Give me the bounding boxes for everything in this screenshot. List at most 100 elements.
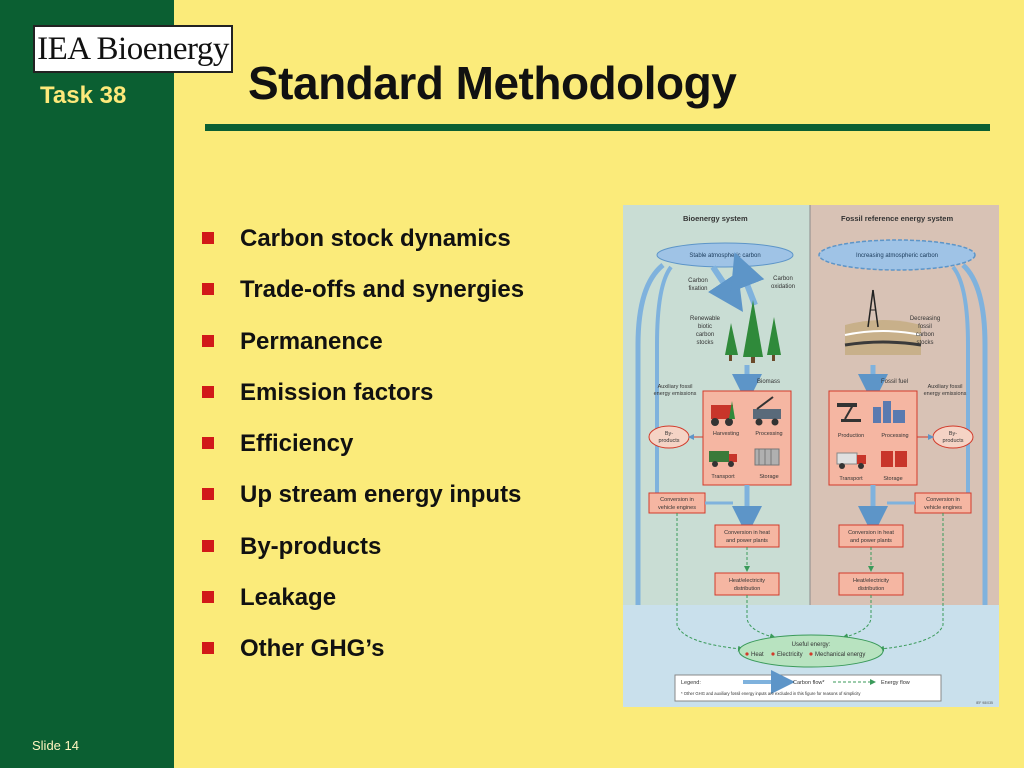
bullet-text: Other GHG’s <box>240 635 385 663</box>
tanker-truck-icon <box>836 452 866 469</box>
right-vehicle-engines-label-1: Conversion in <box>926 497 960 503</box>
carbon-fixation-label-2: fixation <box>688 286 707 292</box>
bio-transport-icon <box>709 451 737 467</box>
slide-title: Standard Methodology <box>248 57 737 109</box>
right-by-products-label-1: By- <box>949 431 957 437</box>
bullet-text: Emission factors <box>240 378 434 406</box>
left-inner-loop-arrow <box>655 265 673 495</box>
production-label: Production <box>838 433 864 439</box>
bullet-item: Trade-offs and synergies <box>200 273 524 324</box>
renewable-stocks-label-2: biotic <box>698 324 712 330</box>
fuel-tanks-icon <box>881 451 907 467</box>
forest-icon <box>725 300 781 363</box>
iea-bioenergy-logo: IEA Bioenergy <box>33 25 233 73</box>
useful-energy-title: Useful energy: <box>792 642 831 648</box>
refinery-icon <box>873 401 905 423</box>
bio-processing-label: Processing <box>755 431 782 437</box>
legend-footnote: * Other GHG and auxiliary fossil energy … <box>681 691 861 696</box>
biomass-label: Biomass <box>757 379 780 385</box>
figure-code: IEF 98/035 <box>976 701 993 705</box>
slide-number: Slide 14 <box>32 738 79 753</box>
bullet-item: Up stream energy inputs <box>200 478 524 529</box>
stable-atmosphere-label: Stable atmospheric carbon <box>689 253 760 259</box>
left-outer-loop-arrow <box>635 263 665 605</box>
fossil-storage-label: Storage <box>883 476 902 482</box>
bullet-item: Other GHG’s <box>200 632 524 683</box>
bullet-item: Carbon stock dynamics <box>200 222 524 273</box>
right-auxiliary-label-1: Auxiliary fossil <box>928 384 963 390</box>
right-distribution-label-1: Heat/electricity <box>853 578 889 584</box>
bullet-text: Permanence <box>240 327 383 355</box>
left-distribution-label-2: distribution <box>734 586 761 592</box>
carbon-fixation-label-1: Carbon <box>688 278 708 284</box>
right-by-products-label-2: products <box>942 438 963 444</box>
logo-text: IEA Bioenergy <box>37 30 229 67</box>
bullet-square-icon <box>202 283 214 296</box>
right-distribution-label-2: distribution <box>858 586 885 592</box>
carbon-oxidation-label-2: oxidation <box>771 284 795 290</box>
useful-energy-heat: Heat <box>751 652 764 658</box>
right-heat-power-label-2: and power plants <box>850 538 892 544</box>
pump-jack-icon <box>837 403 861 422</box>
oil-rig-icon <box>844 289 922 355</box>
increasing-atmosphere-label: Increasing atmospheric carbon <box>856 253 938 259</box>
bullet-square-icon <box>202 539 214 552</box>
left-heat-power-label-2: and power plants <box>726 538 768 544</box>
right-by-products-ellipse <box>932 425 974 449</box>
bullet-text: By-products <box>240 532 382 560</box>
right-auxiliary-label-2: energy emissions <box>924 391 967 397</box>
left-by-products-label-2: products <box>658 438 679 444</box>
bullet-list: Carbon stock dynamics Trade-offs and syn… <box>200 222 524 684</box>
bullet-square-icon <box>202 591 214 604</box>
bullet-text: Leakage <box>240 584 337 612</box>
bullet-item: By-products <box>200 530 524 581</box>
legend-box <box>674 674 942 702</box>
fossil-stocks-label-4: stocks <box>916 340 933 346</box>
fossil-stocks-label-1: Decreasing <box>910 316 940 322</box>
right-heat-power-label-1: Conversion in heat <box>848 530 894 536</box>
fossil-transport-label: Transport <box>839 476 863 482</box>
legend-carbon-flow-label: Carbon flow* <box>793 680 825 686</box>
bio-storage-icon <box>754 448 780 466</box>
bio-storage-label: Storage <box>759 474 778 480</box>
left-by-products-ellipse <box>648 425 690 449</box>
left-by-products-label-1: By- <box>665 431 673 437</box>
left-auxiliary-label-1: Auxiliary fossil <box>658 384 693 390</box>
left-vehicle-engines-label-2: vehicle engines <box>658 505 696 511</box>
fossil-fuel-label: Fossil fuel <box>881 379 908 385</box>
right-vehicle-engines-label-2: vehicle engines <box>924 505 962 511</box>
bullet-square-icon <box>202 232 214 244</box>
bullet-text: Efficiency <box>240 430 354 458</box>
right-inner-loop-arrow <box>951 265 970 495</box>
renewable-stocks-label-1: Renewable <box>690 316 721 322</box>
bullet-item: Permanence <box>200 325 524 376</box>
sidebar: IEA Bioenergy Task 38 Slide 14 <box>0 0 233 768</box>
bullet-square-icon <box>202 642 214 655</box>
legend-label: Legend: <box>681 680 701 686</box>
legend-energy-flow-label: Energy flow <box>881 680 910 686</box>
carbon-oxidation-label-1: Carbon <box>773 276 793 282</box>
energy-system-diagram: Bioenergy system Fossil reference energy… <box>623 205 999 707</box>
harvester-icon <box>711 401 735 426</box>
fossil-processing-label: Processing <box>881 433 908 439</box>
fossil-stocks-label-3: carbon <box>916 332 934 338</box>
crane-truck-icon <box>753 396 781 426</box>
left-vehicle-engines-label-1: Conversion in <box>660 497 694 503</box>
bullet-text: Up stream energy inputs <box>240 481 522 509</box>
bullet-text: Carbon stock dynamics <box>240 225 511 252</box>
fossil-system-title: Fossil reference energy system <box>841 214 953 223</box>
renewable-stocks-label-3: carbon <box>696 332 714 338</box>
useful-energy-electricity: Electricity <box>777 652 803 658</box>
carbon-fixation-arrow <box>708 265 743 312</box>
title-divider <box>205 124 990 131</box>
bullet-square-icon <box>202 385 214 398</box>
right-outer-loop-arrow <box>961 263 988 605</box>
carbon-oxidation-arrow <box>730 252 765 307</box>
task-label: Task 38 <box>40 82 127 109</box>
bullet-item: Emission factors <box>200 376 524 427</box>
bullet-square-icon <box>202 334 214 347</box>
bio-transport-label: Transport <box>711 474 735 480</box>
bullet-item: Leakage <box>200 581 524 632</box>
left-heat-power-label-1: Conversion in heat <box>724 530 770 536</box>
left-distribution-label-1: Heat/electricity <box>729 578 765 584</box>
